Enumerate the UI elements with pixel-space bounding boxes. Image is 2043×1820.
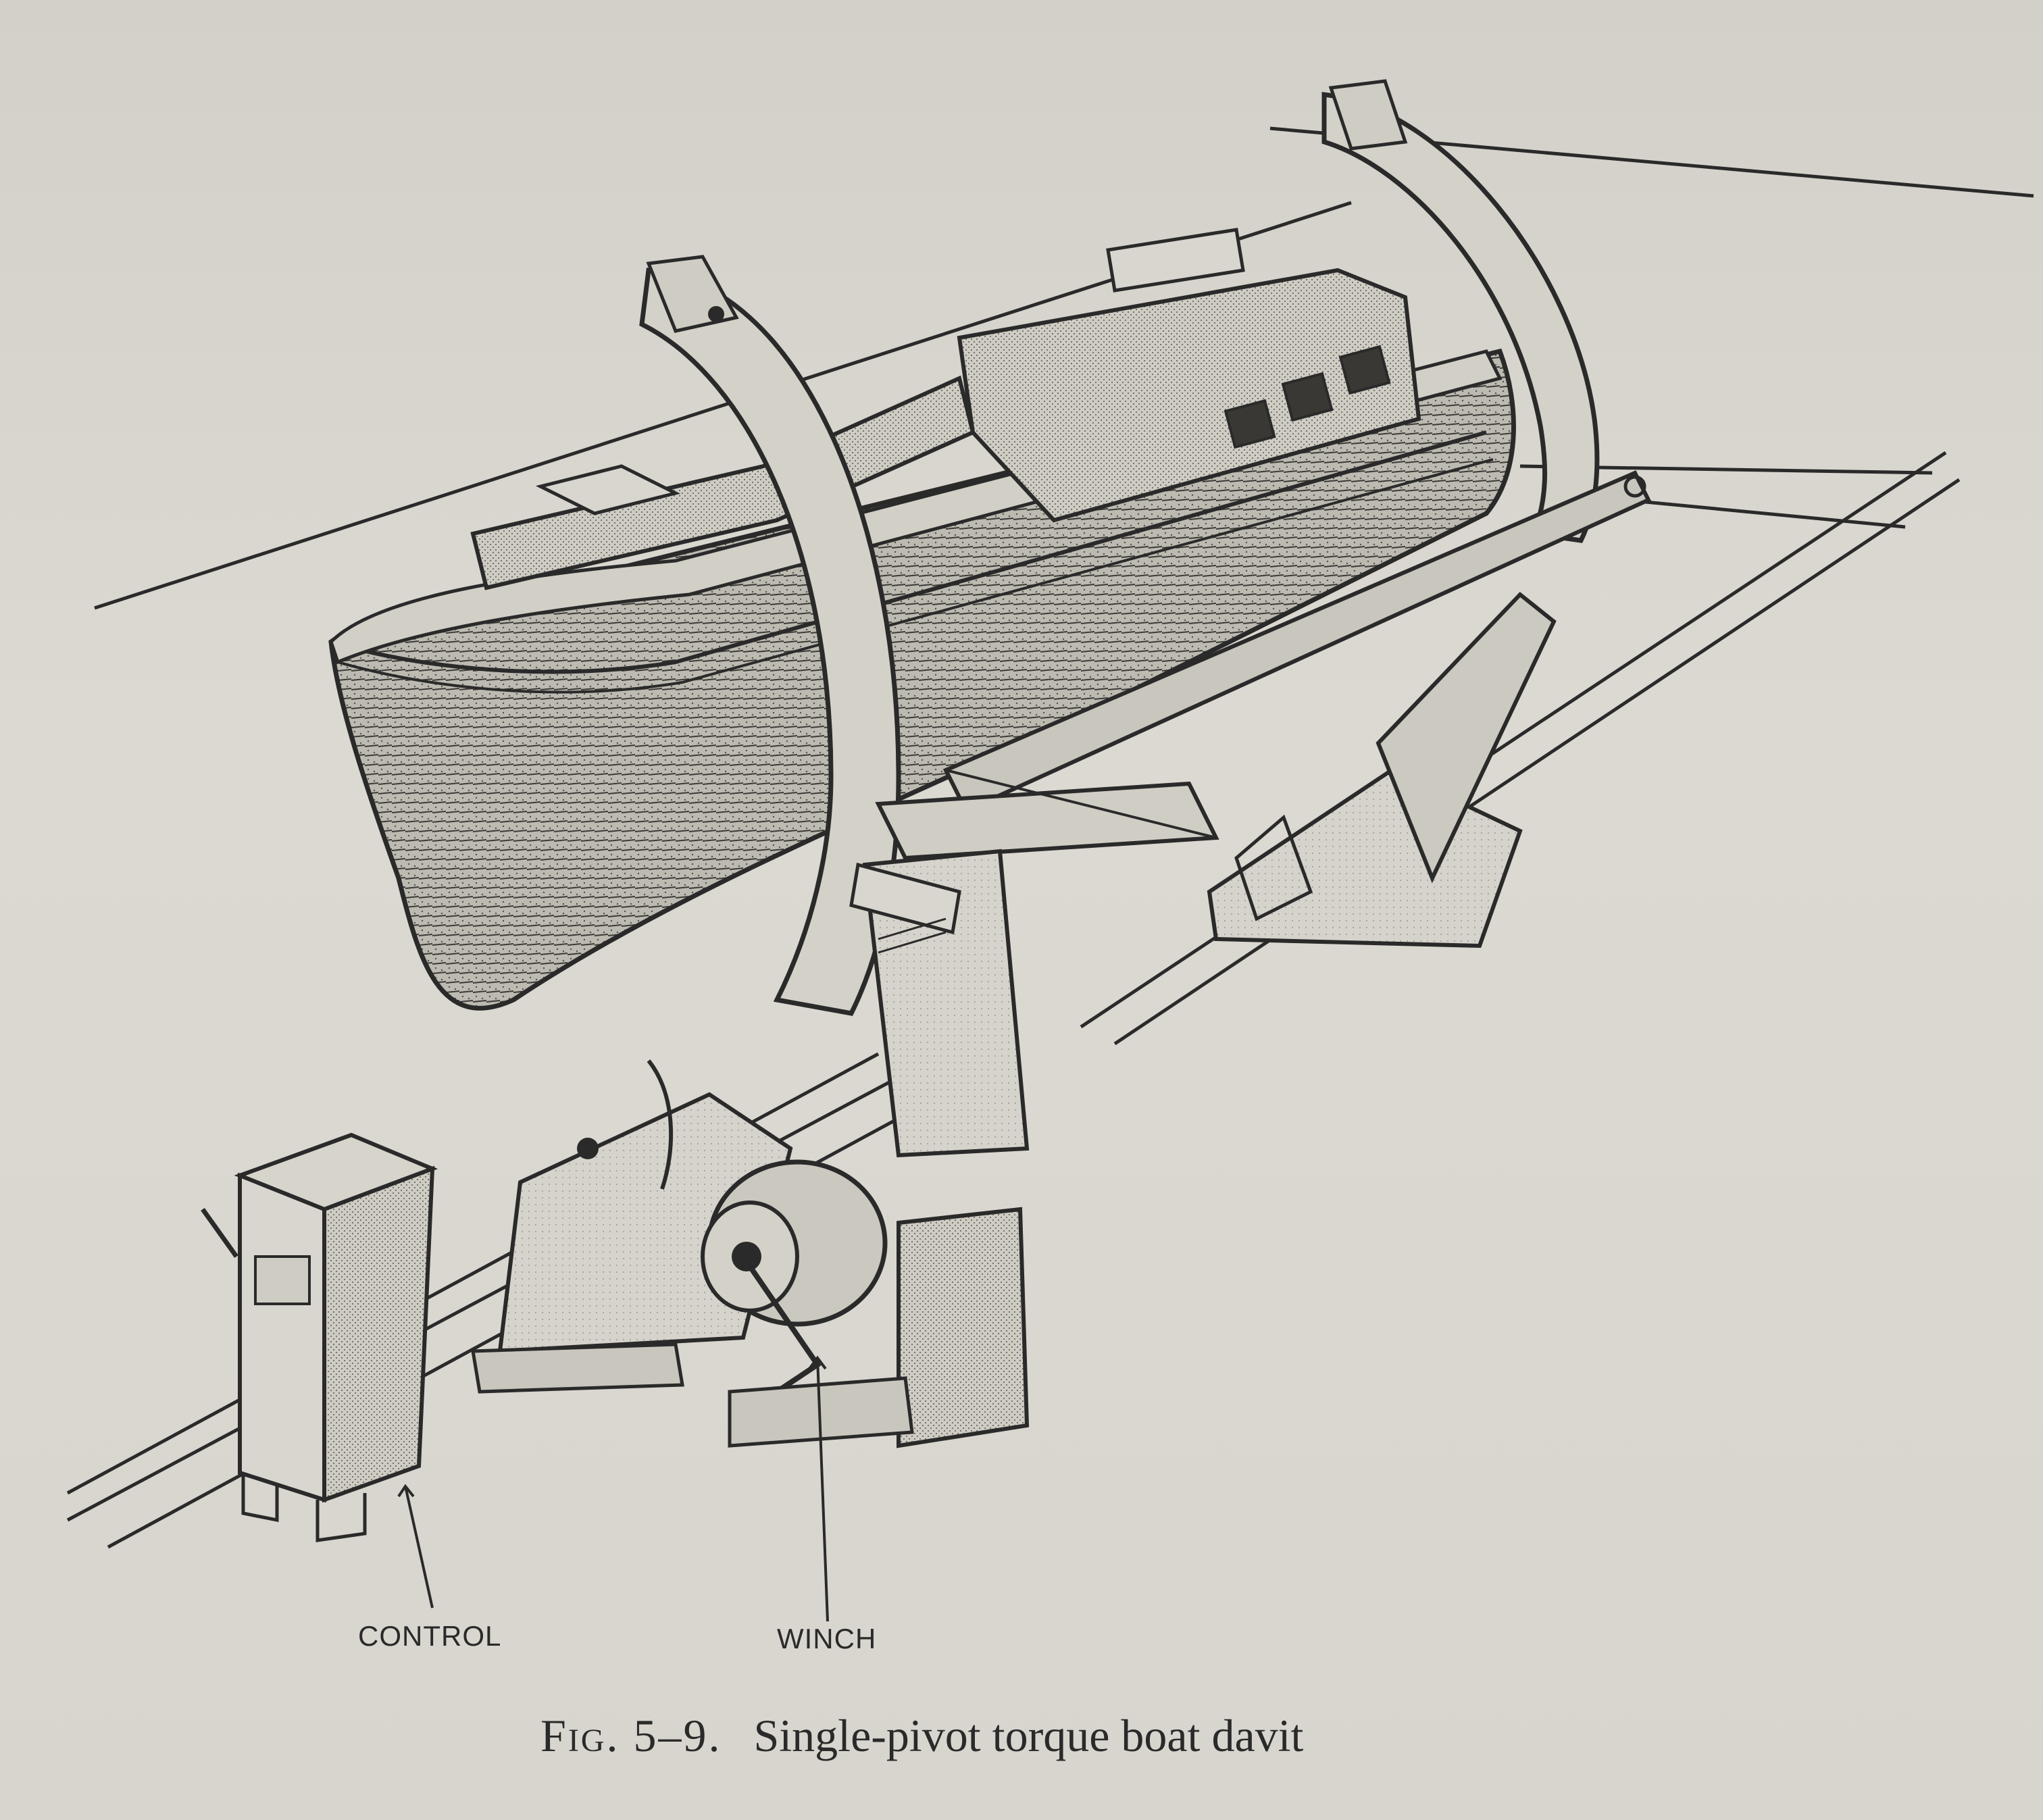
label-leaders [397, 1355, 829, 1622]
rear-davit-base [1207, 591, 1557, 949]
figure-caption: Fig. 5–9. Single-pivot torque boat davit [540, 1709, 1303, 1763]
control-box [201, 1132, 438, 1542]
figure-number: Fig. 5–9. [540, 1710, 722, 1761]
lifeboat [328, 228, 1516, 1011]
torque-beam [875, 470, 1652, 861]
davit-pedestal [849, 849, 1030, 1158]
winch-assembly [701, 1159, 1030, 1448]
winch-label: WINCH [777, 1623, 877, 1654]
aft-davit-arm [1321, 79, 1600, 543]
control-label: CONTROL [358, 1620, 502, 1652]
figure-title: Single-pivot torque boat davit [753, 1710, 1304, 1761]
forward-davit-arm [639, 255, 901, 1016]
